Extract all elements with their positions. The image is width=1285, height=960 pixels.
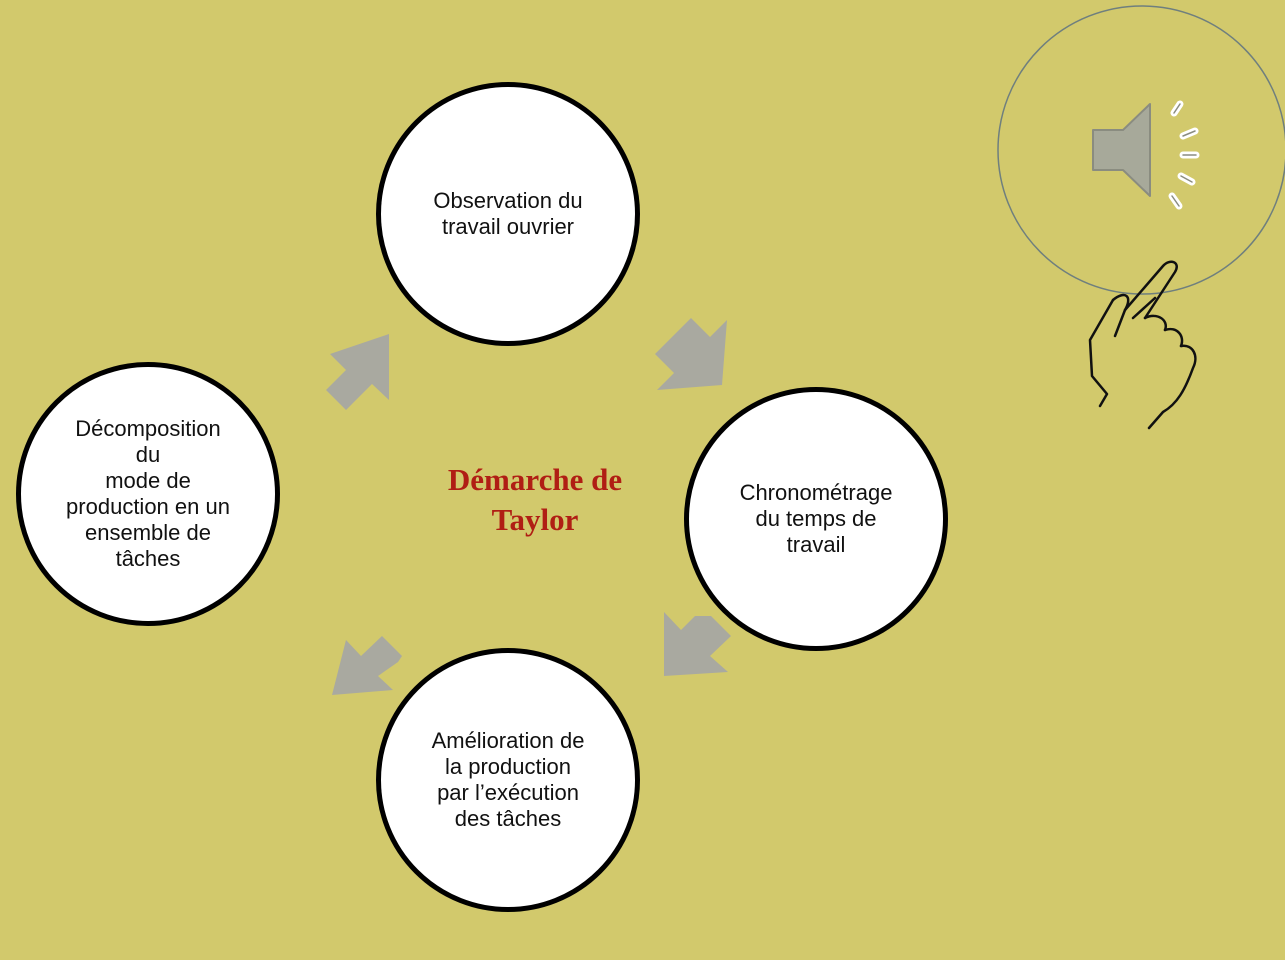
step-chronometrage: Chronométrage du temps de travail — [684, 387, 948, 651]
arrow-top-to-right — [655, 318, 727, 390]
arrow-right-to-bottom — [664, 612, 731, 676]
audio-ring — [997, 5, 1285, 295]
step-observation: Observation du travail ouvrier — [376, 82, 640, 346]
step-decomposition: Décomposition du mode de production en u… — [16, 362, 280, 626]
step-observation-label: Observation du travail ouvrier — [433, 188, 583, 239]
audio-control[interactable] — [985, 0, 1285, 440]
step-decomposition-label: Décomposition du mode de production en u… — [66, 416, 230, 571]
arrow-bottom-to-left — [332, 636, 402, 695]
step-amelioration: Amélioration de la production par l’exéc… — [376, 648, 640, 912]
step-amelioration-label: Amélioration de la production par l’exéc… — [431, 728, 585, 831]
arrow-left-to-top — [326, 334, 389, 410]
step-chronometrage-label: Chronométrage du temps de travail — [739, 480, 893, 557]
diagram-title: Démarche de Taylor — [447, 462, 623, 537]
speaker-icon[interactable] — [1092, 100, 1200, 210]
pointing-hand-icon — [1088, 260, 1197, 430]
